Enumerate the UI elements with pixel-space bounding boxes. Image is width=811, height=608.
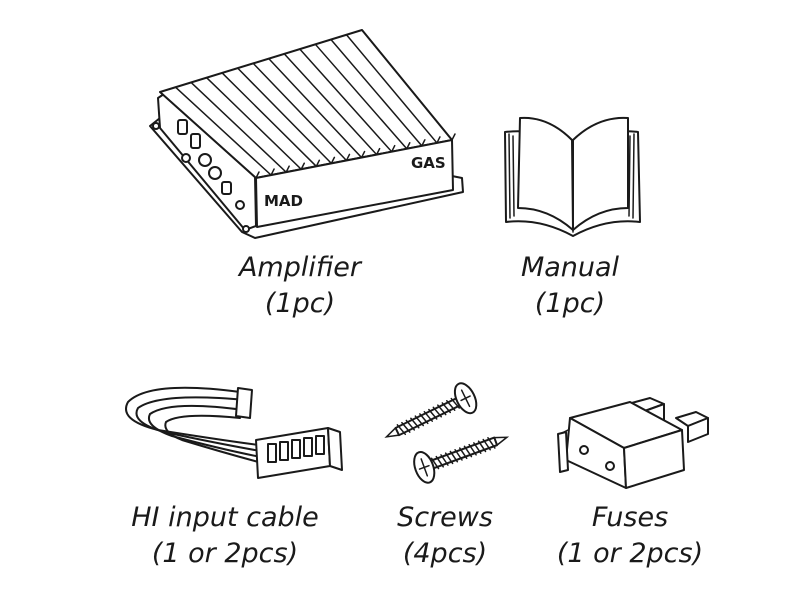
screw-lower — [413, 436, 510, 484]
amplifier-qty: (1pc) — [264, 288, 336, 319]
fuses-name: Fuses — [591, 502, 669, 533]
screw-thread — [384, 397, 460, 438]
amplifier-brand-right: GAS — [411, 154, 446, 172]
cable-wires — [125, 386, 267, 465]
fuses-qty: (1 or 2pcs) — [556, 538, 704, 569]
screw-upper — [384, 382, 478, 438]
hi-input-cable-qty: (1 or 2pcs) — [151, 538, 299, 569]
amplifier-brand-left: MAD — [264, 192, 303, 210]
hi-input-cable-name: HI input cable — [131, 502, 319, 533]
manual-label: Manual (1pc) — [480, 250, 660, 322]
manual-name: Manual — [520, 252, 620, 283]
screws-qty: (4pcs) — [402, 538, 488, 569]
connector-pins — [267, 435, 325, 463]
screws-name: Screws — [397, 502, 493, 533]
screw-thread — [430, 436, 510, 470]
fuses-label: Fuses (1 or 2pcs) — [530, 500, 730, 572]
amplifier-connectors — [152, 119, 250, 233]
amplifier-name: Amplifier — [238, 252, 362, 283]
manual-qty: (1pc) — [534, 288, 606, 319]
hi-input-cable-label: HI input cable (1 or 2pcs) — [110, 500, 340, 572]
amplifier-label: Amplifier (1pc) — [200, 250, 400, 322]
screws-label: Screws (4pcs) — [370, 500, 520, 572]
